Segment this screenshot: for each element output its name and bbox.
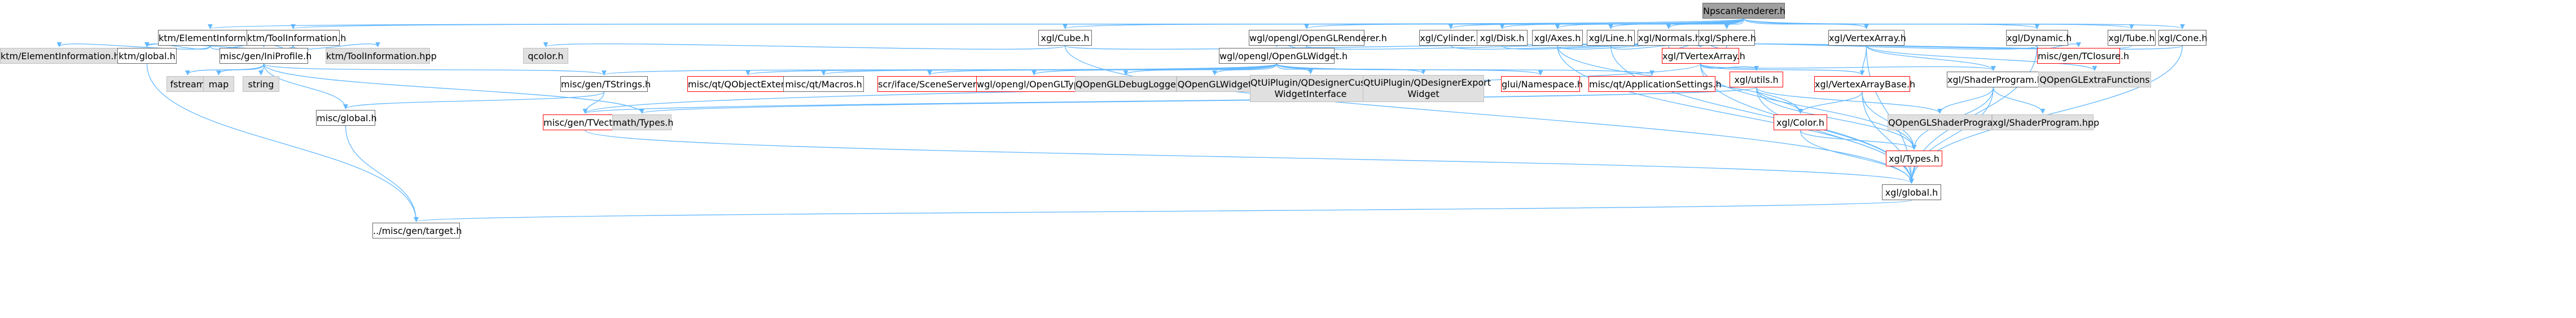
node-misc-target-h[interactable]: ../misc/gen/target.h [372,223,462,238]
node-qogl-extra-functions: QOpenGLExtraFunctions [2038,72,2151,87]
edge-root-to-xglLineH [1608,18,1744,29]
edge-wglOpenGLWidgetH-to-miscTStringsH [602,63,1278,76]
node-glui-namespace-h[interactable]: glui/Namespace.h [1501,76,1583,92]
node-xgl-t-vertex-array-h[interactable]: xgl/TVertexArray.h [1662,48,1745,64]
node-ktm-element-info-hpp: ktm/ElementInformation.hpp [0,48,131,64]
node-misc-t-closure-h[interactable]: misc/gen/TClosure.h [2037,48,2129,64]
node-fstream: fstream [166,76,209,92]
node-wgl-open-g-l-widget-h[interactable]: wgl/opengl/OpenGLWidget.h [1219,48,1348,64]
node-xgl-line-h[interactable]: xgl/Line.h [1587,30,1635,46]
edge-ktmGlobalH-to-miscTargetH [146,63,419,222]
node-scr-scene-server-h[interactable]: scr/iface/SceneServer.h [877,76,984,92]
node-xgl-cone-h[interactable]: xgl/Cone.h [2158,30,2208,46]
edge-xglAxesH-to-xglGlobalH [1557,45,1915,184]
edge-xglUtilsH-to-mathTypesH [639,87,1757,114]
edge-root-to-xglSphereH [1724,18,1744,29]
node-misc-t-strings-h[interactable]: misc/gen/TStrings.h [560,76,651,92]
edge-root-to-ktmToolInfoH [291,18,1744,29]
node-xgl-sphere-h[interactable]: xgl/Sphere.h [1699,30,1756,46]
edge-layer [56,18,2185,222]
node-xgl-types-h[interactable]: xgl/Types.h [1886,151,1942,166]
edge-wglOpenGLWidgetH-to-miscQtAppSettingsH [1276,63,1655,76]
edge-xglUtilsH-to-qoglShaderProgram [1756,87,1942,114]
edge-miscIniProfileH-to-map [216,63,265,76]
edge-ktmElementInfoH-to-ktmElementInfoHpp [56,42,211,50]
edge-xglVertexArrayH-to-xglShaderProgramH [1866,45,1996,71]
node-ktm-tool-info-h[interactable]: ktm/ToolInformation.h [247,30,346,46]
node-qtui-export-widget: QtUiPlugin/QDesignerExport Widget [1363,75,1491,102]
node-xgl-disk-h[interactable]: xgl/Disk.h [1477,30,1528,46]
node-xgl-global-h[interactable]: xgl/global.h [1882,184,1941,200]
edge-miscIniProfileH-to-mathTypesH [263,63,644,114]
node-math-types-h: math/Types.h [612,114,674,130]
node-map: map [203,76,234,92]
edge-xglLineH-to-xglGlobalH [1610,45,1915,184]
edge-xglCubeH-to-xglGlobalH [1064,45,1914,184]
node-wgl-renderer-h[interactable]: wgl/opengl/OpenGLRenderer.h [1249,30,1387,46]
node-xgl-axes-h[interactable]: xgl/Axes.h [1532,30,1583,46]
edge-xglShaderProgramH-to-xglGlobalH [1908,87,1994,184]
node-qogl-widget: QOpenGLWidget [1177,76,1253,92]
edge-miscIniProfileH-to-fstream [185,63,265,76]
edge-root-to-xglNormalsH [1666,18,1744,29]
node-xgl-shader-program-h[interactable]: xgl/ShaderProgram.h [1947,72,2043,87]
node-xgl-dynamic-h[interactable]: xgl/Dynamic.h [2006,30,2072,46]
node-ktm-tool-info-hpp: ktm/ToolInformation.hpp [326,48,437,64]
edge-root-to-xglDynamicH [1743,18,2040,29]
edge-xglVertexArrayBaseH-to-xglColorH [1797,91,1863,114]
edge-xglVertexArrayBaseH-to-xglGlobalH [1862,91,1915,184]
node-qogl-debug-logger: QOpenGLDebugLogger [1075,76,1179,92]
edge-miscIniProfileH-to-miscGlobalH [263,63,349,109]
edge-xglColorH-to-xglGlobalH [1800,130,1915,184]
node-xgl-cube-h[interactable]: xgl/Cube.h [1038,30,1092,46]
node-xgl-shader-program-hpp: xgl/ShaderProgram.hpp [1992,114,2099,130]
edge-xglVertexArrayH-to-xglVertexArrayBaseH [1859,45,1867,76]
node-xgl-tube-h[interactable]: xgl/Tube.h [2108,30,2156,46]
edge-miscIniProfileH-to-miscTStringsH [263,63,607,76]
edge-miscTVectorH-to-xglGlobalH [585,130,1914,184]
edge-xglShaderProgramH-to-qoglShaderProgram [1937,87,1994,114]
node-ktm-global-h[interactable]: ktm/global.h [117,48,177,64]
edge-miscTStringsH-to-miscGlobalH [343,91,605,109]
node-xgl-vertex-array-h[interactable]: xgl/VertexArray.h [1828,30,1906,46]
node-xgl-color-h[interactable]: xgl/Color.h [1774,114,1827,130]
edge-xglTVertexArrayH-to-xglVertexArrayBaseH [1700,63,1865,76]
node-string: string [243,76,279,92]
edge-wglOpenGLWidgetH-to-qoglWidget [1212,63,1278,76]
edge-miscGlobalH-to-miscTargetH [345,125,419,222]
node-misc-global-h[interactable]: misc/global.h [316,110,377,126]
edge-wglOpenGLWidgetH-to-qoglDebugLogger [1123,63,1278,76]
edge-xglUtilsH-to-xglGlobalH [1756,87,1915,184]
edge-wglOpenGLWidgetH-to-qtuiCustomWidget [1276,63,1314,74]
node-xgl-utils-h[interactable]: xgl/utils.h [1730,72,1783,87]
node-xgl-cylinder-h[interactable]: xgl/Cylinder.h [1419,30,1482,46]
edge-xglUtilsH-to-xglTypesH [1756,87,1917,150]
node-misc-ini-profile-h[interactable]: misc/gen/IniProfile.h [220,48,311,64]
node-misc-qt-macros-h[interactable]: misc/qt/Macros.h [783,76,864,92]
edge-xglShaderProgramH-to-xglShaderProgramHpp [1993,87,2046,114]
node-qtui-custom-widget: QtUiPlugin/QDesignerCustom WidgetInterfa… [1250,75,1383,102]
edge-xglGlobalH-to-miscTargetH [414,200,1912,222]
edge-xglCubeH-to-qcolorH [543,42,1066,50]
edge-root-to-xglConeH [1743,18,2185,29]
node-root[interactable]: NpscanRenderer.h [1702,3,1785,19]
node-wgl-open-g-l-types-h[interactable]: wgl/opengl/OpenGLTypes.h [976,76,1098,92]
edge-xglTVertexArrayH-to-xglShaderProgramH [1700,63,1996,71]
edge-xglVertexArrayH-to-qoglExtraFunctions [1866,45,2097,71]
node-misc-qt-app-settings-h[interactable]: misc/qt/ApplicationSettings.h [1588,76,1722,92]
edge-xglColorH-to-xglTypesH [1800,130,1917,150]
edge-wglOpenGLWidgetH-to-wglOpenGLTypesH [1032,63,1278,76]
node-qcolor-h: qcolor.h [523,48,568,64]
node-xgl-normals-h[interactable]: xgl/Normals.h [1638,30,1701,46]
node-qogl-shader-program: QOpenGLShaderProgram [1888,114,2002,130]
node-xgl-vertex-array-base-h[interactable]: xgl/VertexArrayBase.h [1814,76,1915,92]
